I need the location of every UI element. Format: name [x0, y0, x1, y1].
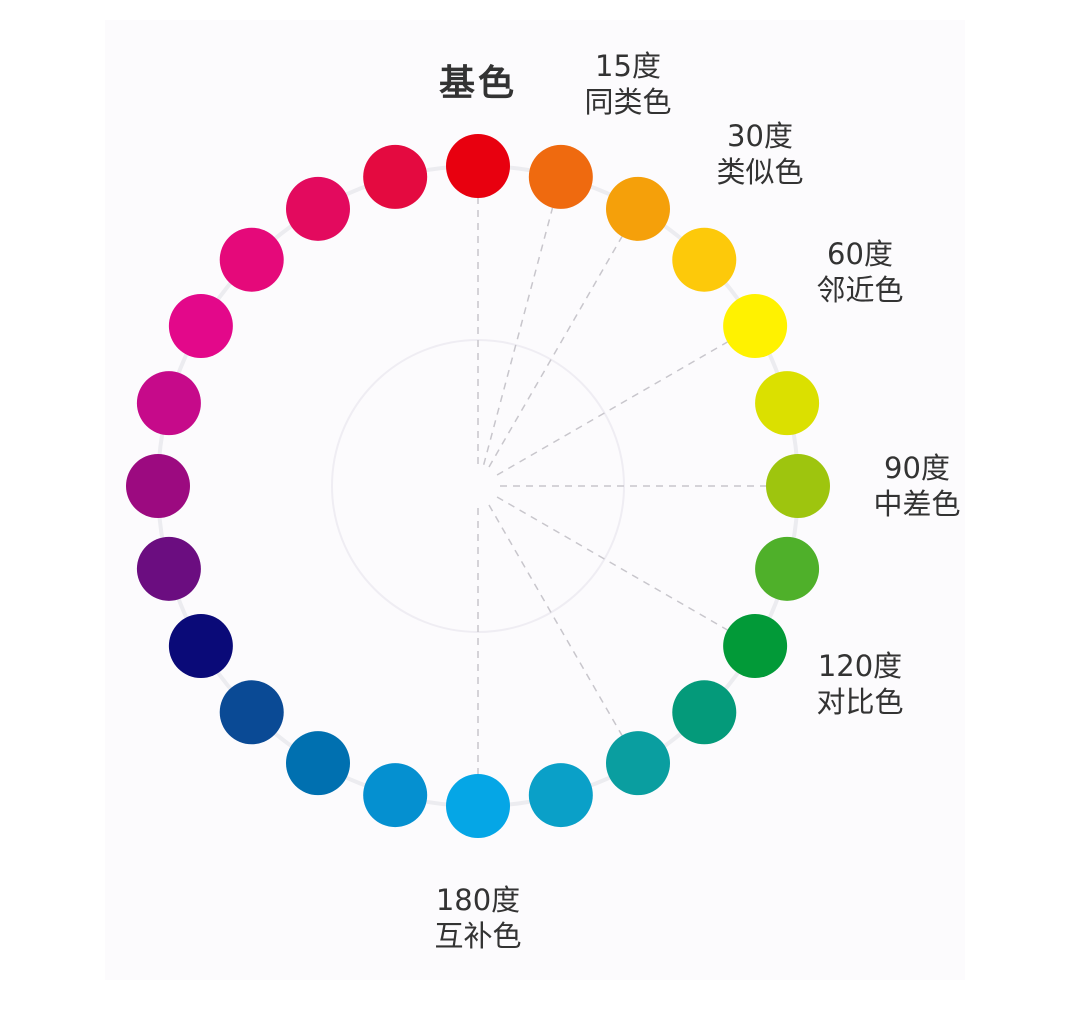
guide-line: [496, 496, 728, 631]
name-text: 互补色: [434, 919, 522, 953]
color-dot: [446, 774, 510, 838]
degree-text: 90度: [884, 451, 950, 485]
color-dot: [219, 227, 284, 292]
color-dot: [136, 371, 201, 436]
color-dot: [672, 680, 737, 745]
guide-line: [496, 341, 728, 476]
guide-line: [488, 504, 623, 736]
name-text: 中差色: [873, 487, 961, 521]
color-dot: [528, 763, 593, 828]
label-15-degree: 15度同类色: [584, 48, 671, 120]
name-text: 对比色: [816, 685, 904, 719]
label-120-degree: 120度对比色: [816, 648, 903, 720]
color-dot: [363, 763, 428, 828]
name-text: 类似色: [716, 155, 804, 189]
degree-text: 60度: [827, 237, 893, 271]
color-dot: [766, 454, 830, 518]
color-dot: [606, 176, 670, 241]
color-dot: [286, 731, 350, 796]
guide-line: [488, 236, 623, 468]
label-60-degree: 60度邻近色: [816, 236, 903, 308]
label-30-degree: 30度类似色: [716, 118, 803, 190]
color-dot: [672, 227, 737, 292]
degree-text: 30度: [727, 119, 793, 153]
color-dot: [723, 294, 788, 358]
label-180-degree: 180度互补色: [434, 882, 521, 954]
color-dot: [126, 454, 190, 518]
color-dot: [446, 134, 510, 198]
label-90-degree: 90度中差色: [873, 450, 960, 522]
color-dot: [168, 294, 233, 358]
color-dot: [606, 731, 670, 796]
color-dot: [168, 614, 233, 678]
name-text: 同类色: [584, 85, 672, 119]
name-text: 邻近色: [816, 273, 904, 307]
color-dot: [723, 614, 788, 678]
guide-line: [482, 207, 554, 465]
color-dot: [755, 536, 820, 601]
degree-text: 15度: [595, 49, 661, 83]
color-dot: [755, 371, 820, 436]
degree-text: 180度: [435, 883, 521, 917]
color-dot: [219, 680, 284, 745]
color-dot: [363, 144, 428, 209]
degree-text: 120度: [817, 649, 903, 683]
color-dot: [528, 144, 593, 209]
label-base-color: 基色: [438, 63, 518, 104]
color-dot: [136, 536, 201, 601]
color-dot: [286, 176, 350, 241]
